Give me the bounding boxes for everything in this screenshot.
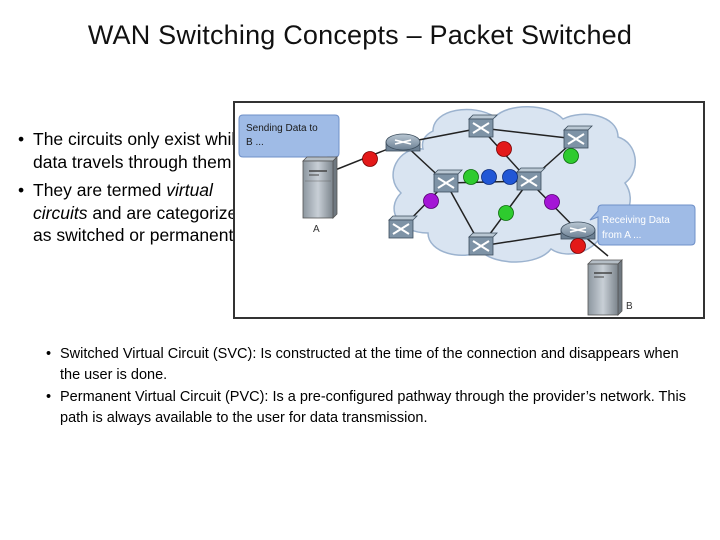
callout-receiving-line-2: from A ... [602, 230, 641, 241]
packet-switched-network-diagram: Sending Data to B ... Receiving Data fro… [233, 101, 705, 319]
callout-receiving-line-1: Receiving Data [602, 215, 670, 226]
sub-bullet-svc-text: Switched Virtual Circuit (SVC): Is const… [60, 346, 679, 383]
packet-red-1 [362, 151, 378, 167]
server-b-icon [587, 259, 623, 316]
router-a-icon [385, 133, 421, 152]
data-packets [362, 141, 586, 254]
bullet-text-termed: They are termed [33, 180, 167, 200]
bullet-text-circuits: The circuits only exist while data trave… [33, 129, 246, 172]
bullet-dot: • [18, 180, 25, 200]
packet-blue-2 [502, 169, 518, 185]
bullet-item-virtual-circuits: • They are termed virtual circuits and a… [16, 179, 256, 247]
main-bullet-list: • The circuits only exist while data tra… [16, 128, 256, 253]
wan-switch-bottom-icon [468, 232, 498, 256]
callout-receiving-data: Receiving Data from A ... [589, 204, 696, 246]
router-b-icon [560, 221, 596, 240]
sub-bullet-pvc: • Permanent Virtual Circuit (PVC): Is a … [46, 387, 696, 428]
server-b-label: B [626, 301, 633, 312]
wan-switch-center-right-icon [516, 167, 546, 191]
callout-sending-line-1: Sending Data to [246, 123, 318, 134]
server-a-icon [302, 156, 338, 219]
bullet-text-categorized: and are categorized as switched or perma… [33, 202, 248, 246]
sub-bullet-dot: • [46, 346, 52, 362]
sub-bullet-dot: • [46, 389, 52, 405]
packet-green-1 [463, 169, 479, 185]
sub-bullet-pvc-text: Permanent Virtual Circuit (PVC): Is a pr… [60, 389, 686, 426]
packet-red-2 [496, 141, 512, 157]
sub-bullet-svc: • Switched Virtual Circuit (SVC): Is con… [46, 344, 696, 385]
packet-red-3 [570, 238, 586, 254]
bullet-dot: • [18, 129, 25, 149]
bullet-text-virtual-circuits: virtual circuits [33, 180, 213, 223]
packet-purple-1 [423, 193, 439, 209]
packet-purple-2 [544, 194, 560, 210]
bullet-item-circuits: • The circuits only exist while data tra… [16, 128, 256, 173]
slide-title: WAN Switching Concepts – Packet Switched [87, 20, 633, 50]
packet-green-3 [563, 148, 579, 164]
sub-bullet-list: • Switched Virtual Circuit (SVC): Is con… [46, 344, 696, 430]
packet-green-2 [498, 205, 514, 221]
wan-switch-lower-left-icon [388, 215, 418, 239]
wan-switch-right-icon [563, 125, 593, 149]
wan-switch-top-icon [468, 114, 498, 138]
wan-switch-center-left-icon [433, 169, 463, 193]
callout-sending-line-2: B ... [246, 137, 264, 148]
server-a-label: A [313, 224, 320, 235]
packet-blue-1 [481, 169, 497, 185]
